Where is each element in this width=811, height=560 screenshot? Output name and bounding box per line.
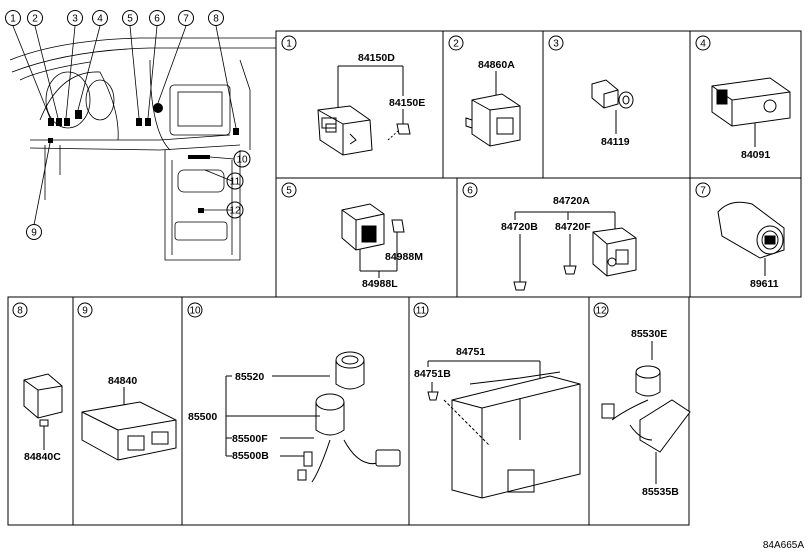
part-85500F: 85500F xyxy=(232,433,268,445)
switch-84091-shape xyxy=(711,77,791,127)
switch-89611-shape xyxy=(717,201,785,259)
callout-7: 7 xyxy=(178,10,194,26)
svg-text:8: 8 xyxy=(17,306,23,317)
svg-text:3: 3 xyxy=(72,14,78,25)
svg-text:7: 7 xyxy=(700,186,706,197)
overview-leaders xyxy=(12,25,237,226)
svg-text:9: 9 xyxy=(82,306,88,317)
callout-2: 2 xyxy=(27,10,43,26)
overview-callouts: 1 2 3 4 5 6 7 8 9 10 11 12 xyxy=(5,10,251,240)
part-84751B: 84751B xyxy=(414,368,451,380)
cell-6: 6 84720A 84720B 84720F xyxy=(462,182,637,291)
grid-lines xyxy=(7,30,802,526)
part-84150D: 84150D xyxy=(358,52,395,64)
callout-12: 12 xyxy=(226,201,244,219)
switch-84840-shape xyxy=(81,401,177,461)
svg-text:6: 6 xyxy=(467,186,473,197)
socket-85530-shape xyxy=(601,365,691,453)
svg-text:2: 2 xyxy=(32,14,38,25)
part-85500: 85500 xyxy=(188,411,217,423)
callout-11: 11 xyxy=(226,172,244,190)
callout-5: 5 xyxy=(122,10,138,26)
part-84988L: 84988L xyxy=(362,278,398,290)
part-84840: 84840 xyxy=(108,375,137,387)
cell-10: 10 85520 85500 85500F 85500B xyxy=(187,302,401,483)
dashboard-overview xyxy=(9,37,276,261)
part-84150E: 84150E xyxy=(389,97,425,109)
part-84840C: 84840C xyxy=(24,451,61,463)
cell-9: 9 84840 xyxy=(77,302,177,461)
part-84751: 84751 xyxy=(456,346,485,358)
switch-84119-shape xyxy=(591,79,634,109)
svg-text:2: 2 xyxy=(453,39,459,50)
callout-1: 1 xyxy=(5,10,21,26)
svg-text:11: 11 xyxy=(230,177,241,188)
part-84119: 84119 xyxy=(601,136,630,148)
console-84751-shape xyxy=(443,371,581,499)
callout-10: 10 xyxy=(233,150,251,168)
svg-text:11: 11 xyxy=(416,306,427,317)
cell-3: 3 84119 xyxy=(548,35,634,148)
svg-text:6: 6 xyxy=(154,14,160,25)
svg-text:3: 3 xyxy=(553,39,559,50)
cell-5: 5 84988M 84988L xyxy=(281,182,423,290)
callout-8: 8 xyxy=(208,10,224,26)
part-85535B: 85535B xyxy=(642,486,679,498)
svg-text:12: 12 xyxy=(595,306,607,317)
svg-text:7: 7 xyxy=(183,14,189,25)
switch-84988-shape xyxy=(341,203,405,251)
cell-7: 7 89611 xyxy=(695,182,785,290)
part-84720A: 84720A xyxy=(553,195,590,207)
socket-85500-shape xyxy=(297,351,401,483)
overview-part-marks xyxy=(48,103,239,213)
clip-84150E-shape xyxy=(387,123,411,141)
part-84860A: 84860A xyxy=(478,59,515,71)
part-85530E: 85530E xyxy=(631,328,667,340)
svg-text:8: 8 xyxy=(213,14,219,25)
svg-text:1: 1 xyxy=(286,39,292,50)
callout-9: 9 xyxy=(26,224,42,240)
svg-text:4: 4 xyxy=(97,14,103,25)
cell-1: 1 84150D 84150E xyxy=(281,35,425,156)
cell-8: 8 84840C xyxy=(12,302,63,463)
part-89611: 89611 xyxy=(750,278,779,290)
part-84988M: 84988M xyxy=(385,251,423,263)
part-84720B: 84720B xyxy=(501,221,538,233)
svg-text:4: 4 xyxy=(700,39,706,50)
switch-84860A-shape xyxy=(465,93,521,147)
svg-text:12: 12 xyxy=(229,206,241,217)
cell-4: 4 84091 xyxy=(695,35,791,161)
drawing-code: 84A665A xyxy=(763,540,804,551)
part-85520: 85520 xyxy=(235,371,264,383)
part-84720F: 84720F xyxy=(555,221,591,233)
switch-84840C-shape xyxy=(23,373,63,427)
switch-84720A-shape xyxy=(592,227,637,277)
part-85500B: 85500B xyxy=(232,450,269,462)
cell-11: 11 84751 84751B xyxy=(413,302,581,499)
cell-2: 2 84860A xyxy=(448,35,521,147)
svg-text:5: 5 xyxy=(127,14,133,25)
callout-6: 6 xyxy=(149,10,165,26)
switch-84150D-shape xyxy=(317,105,373,156)
svg-text:9: 9 xyxy=(31,228,37,239)
svg-text:10: 10 xyxy=(236,155,248,166)
part-84091: 84091 xyxy=(741,149,770,161)
svg-text:1: 1 xyxy=(10,14,16,25)
callout-4: 4 xyxy=(92,10,108,26)
svg-text:5: 5 xyxy=(286,186,292,197)
cell-12: 12 85530E 85535B xyxy=(593,302,691,498)
svg-text:10: 10 xyxy=(189,306,201,317)
callout-3: 3 xyxy=(67,10,83,26)
